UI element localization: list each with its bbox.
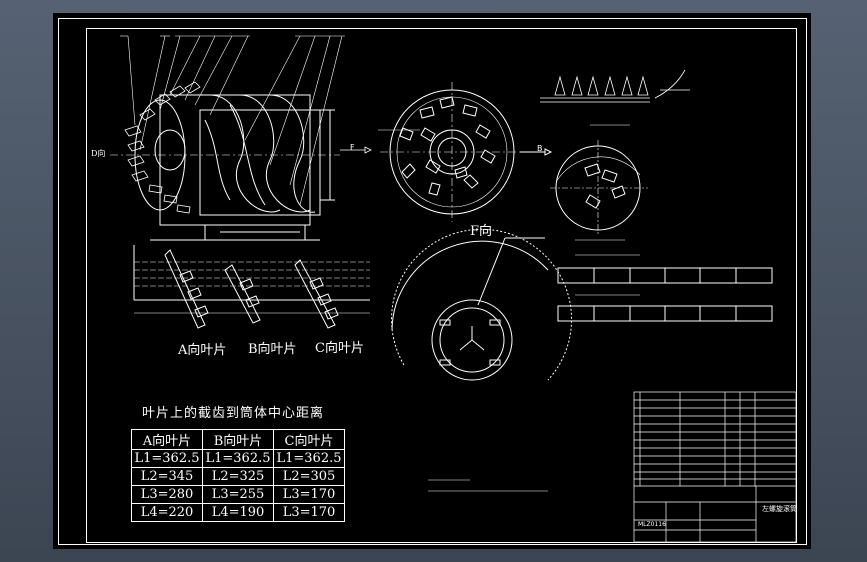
f-arrow-label: F [350,143,355,152]
table-cell: L3=170 [273,485,345,504]
inner-frame [86,28,797,543]
f-view [391,228,572,381]
table-row: L2=345 L2=325 L2=305 [131,467,345,486]
table-cell: L2=345 [131,467,203,486]
table-header-cell: B向叶片 [202,429,274,450]
table-cell: L4=220 [131,503,203,522]
outer-frame [58,18,807,545]
distance-table-title: 叶片上的截齿到筒体中心距离 [142,406,325,421]
table-cell: L4=190 [202,503,274,522]
table-header-cell: C向叶片 [273,429,345,450]
table-header-row: A向叶片 B向叶片 C向叶片 [131,429,345,450]
table-cell: L3=170 [273,503,345,522]
drawing-name: 左螺旋滚筒 [762,505,797,513]
drum-side-view [110,94,340,241]
table-cell: L3=255 [202,485,274,504]
blade-b-label: B向叶片 [248,342,297,357]
b-arrow-label: B [537,144,543,153]
table-cell: L2=325 [202,467,274,486]
pick-group-side [124,81,372,214]
table-cell: L1=362.5 [273,449,345,468]
table-cell: L1=362.5 [131,449,203,468]
table-cell: L3=280 [131,485,203,504]
table-row: L1=362.5 L1=362.5 L1=362.5 [131,449,345,468]
blade-c-label: C向叶片 [315,341,364,356]
f-view-label: F向 [470,224,493,239]
table-cell: L2=305 [273,467,345,486]
title-block [633,391,797,543]
leader-balloons [120,35,345,206]
b-view [550,140,648,235]
table-cell: L1=362.5 [202,449,274,468]
distance-table: A向叶片 B向叶片 C向叶片 L1=362.5 L1=362.5 L1=362.… [131,429,345,522]
table-header-cell: A向叶片 [131,429,203,450]
pick-layout-strip [540,69,690,103]
blade-sections [133,245,370,329]
notes-lines [428,479,548,492]
drum-front-view [378,82,553,222]
drawing-number: MLZ0116 [638,521,666,528]
d-direction-label: D向 [91,149,106,158]
pick-tables [557,124,773,322]
table-row: L4=220 L4=190 L3=170 [131,503,345,522]
blade-a-label: A向叶片 [178,343,227,358]
table-row: L3=280 L3=255 L3=170 [131,485,345,504]
